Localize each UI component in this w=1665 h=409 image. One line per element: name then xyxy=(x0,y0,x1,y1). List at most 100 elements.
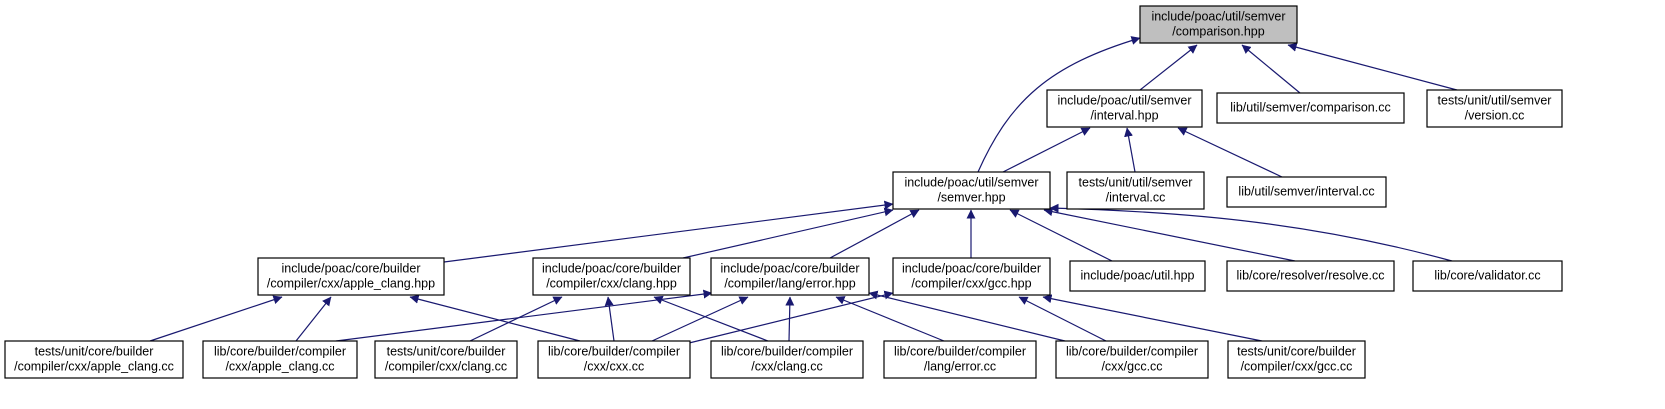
node-tests-version-cc[interactable]: tests/unit/util/semver/version.cc xyxy=(1426,89,1563,128)
node-box-clang-hpp[interactable] xyxy=(532,257,691,296)
node-apple-clang-hpp[interactable]: include/poac/core/builder/compiler/cxx/a… xyxy=(257,257,445,296)
node-label-interval-hpp-line-0: include/poac/util/semver xyxy=(1057,93,1191,107)
node-clang-hpp[interactable]: include/poac/core/builder/compiler/cxx/c… xyxy=(532,257,691,296)
node-label-tests-apple-clang-cc-line-0: tests/unit/core/builder xyxy=(35,344,154,358)
edge-lib-gcc-cc-to-gcc-hpp xyxy=(1018,296,1107,342)
node-label-semver-hpp-line-0: include/poac/util/semver xyxy=(904,175,1038,189)
node-lib-gcc-cc[interactable]: lib/core/builder/compiler/cxx/gcc.cc xyxy=(1055,340,1209,379)
edge-lib-cxx-cc-to-clang-hpp xyxy=(604,296,615,342)
node-label-tests-clang-cc-line-0: tests/unit/core/builder xyxy=(387,344,506,358)
node-label-error-hpp-line-0: include/poac/core/builder xyxy=(721,261,860,275)
node-label-gcc-hpp-line-0: include/poac/core/builder xyxy=(902,261,1041,275)
edge-lib-gcc-cc-to-error-hpp xyxy=(868,290,1066,342)
node-resolve-cc[interactable]: lib/core/resolver/resolve.cc xyxy=(1226,260,1395,292)
node-interval-cc[interactable]: lib/util/semver/interval.cc xyxy=(1226,176,1387,208)
edge-interval-cc-to-interval-hpp xyxy=(1177,127,1283,178)
node-error-hpp[interactable]: include/poac/core/builder/compiler/lang/… xyxy=(710,257,870,296)
node-label-lib-apple-clang-cc-line-0: lib/core/builder/compiler xyxy=(214,344,346,358)
node-label-resolve-cc-line-0: lib/core/resolver/resolve.cc xyxy=(1237,268,1385,282)
node-label-tests-clang-cc-line-1: /compiler/cxx/clang.cc xyxy=(385,359,507,373)
node-tests-clang-cc[interactable]: tests/unit/core/builder/compiler/cxx/cla… xyxy=(374,340,518,379)
node-box-util-hpp[interactable] xyxy=(1069,260,1206,292)
node-lib-clang-cc[interactable]: lib/core/builder/compiler/cxx/clang.cc xyxy=(710,340,864,379)
edge-comparison-cc-to-comparison-hpp xyxy=(1241,44,1301,94)
node-label-tests-interval-cc-line-1: /interval.cc xyxy=(1106,190,1166,204)
node-box-tests-gcc-cc[interactable] xyxy=(1227,340,1366,379)
node-label-lib-cxx-cc-line-1: /cxx/cxx.cc xyxy=(584,359,644,373)
edge-apple-clang-hpp-to-semver-hpp xyxy=(443,200,894,263)
edge-semver-hpp-to-interval-hpp xyxy=(1002,127,1091,173)
node-comparison-cc[interactable]: lib/util/semver/comparison.cc xyxy=(1216,92,1405,124)
node-box-interval-hpp[interactable] xyxy=(1046,89,1203,128)
edge-tests-gcc-cc-to-gcc-hpp xyxy=(1042,294,1263,342)
node-box-interval-cc[interactable] xyxy=(1226,176,1387,208)
node-label-lib-cxx-cc-line-0: lib/core/builder/compiler xyxy=(548,344,680,358)
node-box-lib-clang-cc[interactable] xyxy=(710,340,864,379)
node-box-tests-apple-clang-cc[interactable] xyxy=(4,340,184,379)
edge-tests-apple-clang-cc-to-apple-clang-hpp xyxy=(149,295,283,342)
node-label-lib-clang-cc-line-0: lib/core/builder/compiler xyxy=(721,344,853,358)
node-tests-apple-clang-cc[interactable]: tests/unit/core/builder/compiler/cxx/app… xyxy=(4,340,184,379)
node-label-comparison-hpp-line-1: /comparison.hpp xyxy=(1172,24,1264,38)
node-box-comparison-cc[interactable] xyxy=(1216,92,1405,124)
node-box-tests-interval-cc[interactable] xyxy=(1066,171,1205,210)
node-label-clang-hpp-line-0: include/poac/core/builder xyxy=(542,261,681,275)
edge-lib-apple-clang-cc-to-error-hpp xyxy=(335,289,713,342)
node-label-lib-gcc-cc-line-1: /cxx/gcc.cc xyxy=(1101,359,1162,373)
node-lib-cxx-cc[interactable]: lib/core/builder/compiler/cxx/cxx.cc xyxy=(537,340,691,379)
edge-error-hpp-to-semver-hpp xyxy=(829,209,920,259)
node-tests-interval-cc[interactable]: tests/unit/util/semver/interval.cc xyxy=(1066,171,1205,210)
node-box-resolve-cc[interactable] xyxy=(1226,260,1395,292)
node-util-hpp[interactable]: include/poac/util.hpp xyxy=(1069,260,1206,292)
node-box-lib-gcc-cc[interactable] xyxy=(1055,340,1209,379)
node-label-tests-apple-clang-cc-line-1: /compiler/cxx/apple_clang.cc xyxy=(14,359,174,373)
node-label-lib-clang-cc-line-1: /cxx/clang.cc xyxy=(751,359,823,373)
node-label-lib-error-cc-line-0: lib/core/builder/compiler xyxy=(894,344,1026,358)
node-tests-gcc-cc[interactable]: tests/unit/core/builder/compiler/cxx/gcc… xyxy=(1227,340,1366,379)
node-label-tests-version-cc-line-0: tests/unit/util/semver xyxy=(1438,93,1552,107)
node-box-tests-version-cc[interactable] xyxy=(1426,89,1563,128)
edge-validator-cc-to-semver-hpp xyxy=(1049,203,1453,262)
edge-lib-cxx-cc-to-gcc-hpp xyxy=(684,290,894,345)
node-box-apple-clang-hpp[interactable] xyxy=(257,257,445,296)
node-semver-hpp[interactable]: include/poac/util/semver/semver.hpp xyxy=(892,171,1051,210)
node-label-apple-clang-hpp-line-1: /compiler/cxx/apple_clang.hpp xyxy=(267,276,435,290)
nodes-layer: include/poac/util/semver/comparison.hppi… xyxy=(4,5,1563,379)
node-label-interval-cc-line-0: lib/util/semver/interval.cc xyxy=(1238,184,1374,198)
node-lib-error-cc[interactable]: lib/core/builder/compiler/lang/error.cc xyxy=(883,340,1037,379)
node-label-tests-gcc-cc-line-0: tests/unit/core/builder xyxy=(1237,344,1356,358)
node-box-validator-cc[interactable] xyxy=(1412,260,1563,292)
node-label-error-hpp-line-1: /compiler/lang/error.hpp xyxy=(724,276,855,290)
node-box-gcc-hpp[interactable] xyxy=(892,257,1051,296)
node-label-apple-clang-hpp-line-0: include/poac/core/builder xyxy=(282,261,421,275)
edge-semver-hpp-to-comparison-hpp xyxy=(977,36,1141,173)
node-validator-cc[interactable]: lib/core/validator.cc xyxy=(1412,260,1563,292)
edge-util-hpp-to-semver-hpp xyxy=(1009,209,1113,262)
node-box-tests-clang-cc[interactable] xyxy=(374,340,518,379)
edge-lib-error-cc-to-error-hpp xyxy=(835,296,945,342)
node-lib-apple-clang-cc[interactable]: lib/core/builder/compiler/cxx/apple_clan… xyxy=(202,340,358,379)
edge-tests-interval-cc-to-interval-hpp xyxy=(1124,127,1136,173)
node-box-lib-error-cc[interactable] xyxy=(883,340,1037,379)
node-label-clang-hpp-line-1: /compiler/cxx/clang.hpp xyxy=(546,276,677,290)
node-label-lib-error-cc-line-1: /lang/error.cc xyxy=(924,359,996,373)
edge-lib-clang-cc-to-error-hpp xyxy=(785,296,795,342)
node-label-tests-version-cc-line-1: /version.cc xyxy=(1465,108,1525,122)
node-label-util-hpp-line-0: include/poac/util.hpp xyxy=(1081,268,1195,282)
node-box-semver-hpp[interactable] xyxy=(892,171,1051,210)
edge-tests-clang-cc-to-clang-hpp xyxy=(469,296,563,342)
node-box-lib-apple-clang-cc[interactable] xyxy=(202,340,358,379)
node-box-comparison-hpp[interactable] xyxy=(1139,5,1298,44)
node-gcc-hpp[interactable]: include/poac/core/builder/compiler/cxx/g… xyxy=(892,257,1051,296)
edges-layer xyxy=(149,36,1458,345)
node-label-lib-gcc-cc-line-0: lib/core/builder/compiler xyxy=(1066,344,1198,358)
node-box-error-hpp[interactable] xyxy=(710,257,870,296)
edge-lib-cxx-cc-to-apple-clang-hpp xyxy=(409,294,581,342)
edge-tests-version-cc-to-comparison-hpp xyxy=(1287,42,1458,91)
node-comparison-hpp[interactable]: include/poac/util/semver/comparison.hpp xyxy=(1139,5,1298,44)
node-interval-hpp[interactable]: include/poac/util/semver/interval.hpp xyxy=(1046,89,1203,128)
edge-lib-clang-cc-to-clang-hpp xyxy=(653,295,769,342)
edge-resolve-cc-to-semver-hpp xyxy=(1043,207,1296,262)
node-box-lib-cxx-cc[interactable] xyxy=(537,340,691,379)
